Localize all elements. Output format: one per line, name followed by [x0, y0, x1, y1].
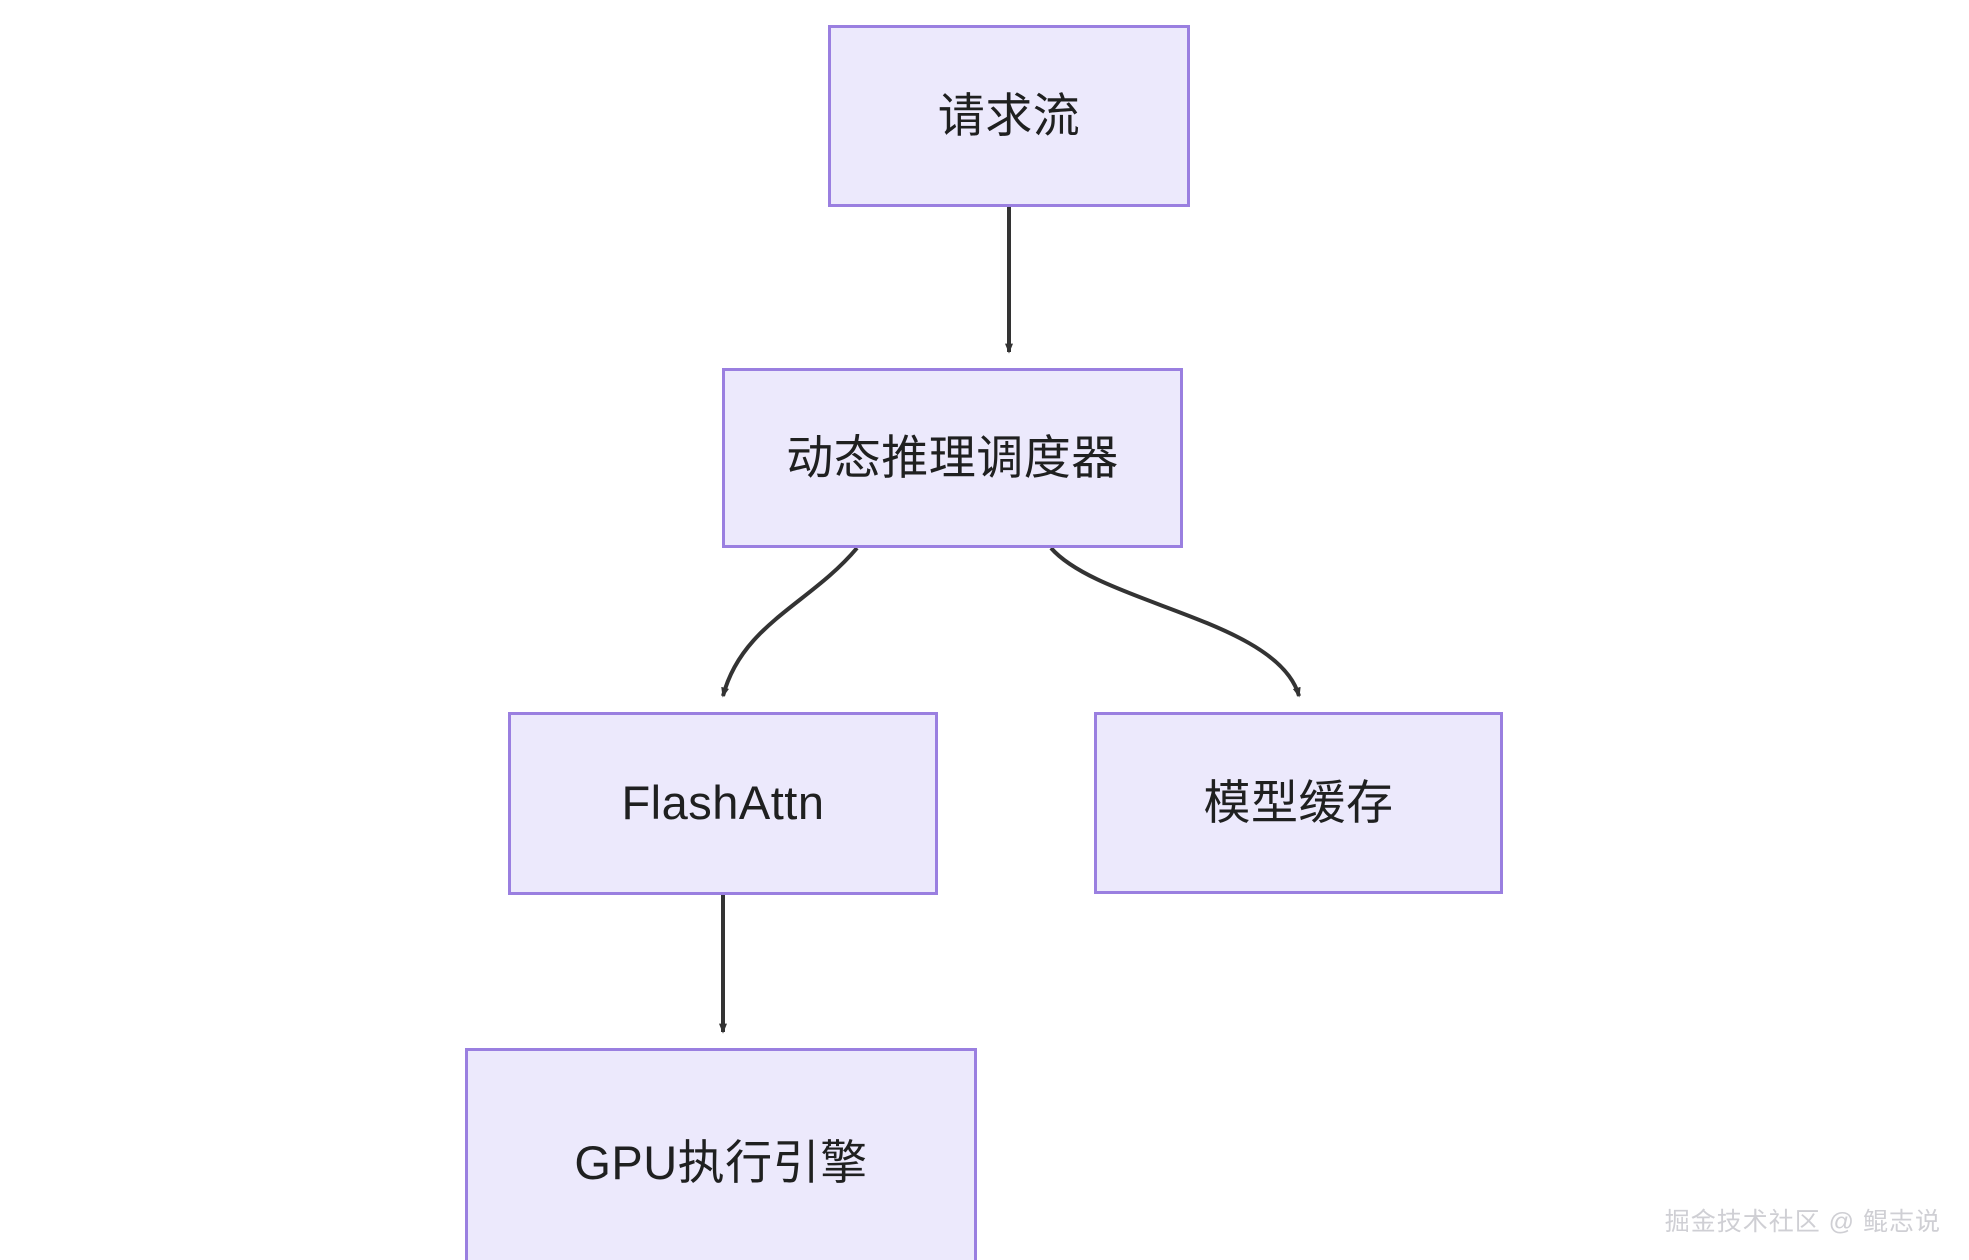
node-label: 模型缓存 — [1203, 775, 1394, 829]
node-label: GPU执行引擎 — [574, 1135, 868, 1189]
watermark: 掘金技术社区 @ 鲲志说 — [1664, 1208, 1941, 1236]
node-request-flow[interactable]: 请求流 — [828, 25, 1190, 207]
node-scheduler[interactable]: 动态推理调度器 — [722, 368, 1183, 548]
node-label: FlashAttn — [621, 776, 825, 830]
node-gpu-engine[interactable]: GPU执行引擎 — [465, 1048, 977, 1260]
node-flashattn[interactable]: FlashAttn — [508, 712, 938, 895]
node-label: 请求流 — [937, 88, 1081, 142]
edge-scheduler-to-flashattn — [721, 546, 859, 698]
edge-scheduler-to-model-cache — [1049, 546, 1301, 698]
node-model-cache[interactable]: 模型缓存 — [1094, 712, 1503, 894]
node-label: 动态推理调度器 — [786, 430, 1119, 484]
